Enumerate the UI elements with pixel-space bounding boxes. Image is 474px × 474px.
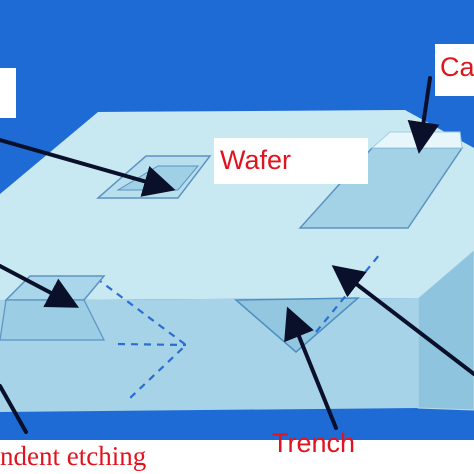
cavity-arrow xyxy=(407,76,440,154)
cavity-label: Ca xyxy=(435,44,474,96)
wafer-label: Wafer xyxy=(214,138,368,184)
etching-bottom-arrow xyxy=(0,384,28,434)
annotation-arrows xyxy=(0,76,474,434)
etching-top-arrow xyxy=(0,264,80,308)
left-label-box xyxy=(0,68,16,118)
right-arrow xyxy=(331,265,474,376)
hidden-etch-lines xyxy=(95,253,381,399)
bottom-strip xyxy=(0,440,474,474)
trench-arrow xyxy=(284,306,338,430)
wafer-arrow xyxy=(0,138,176,197)
trench-label: Trench xyxy=(272,428,356,458)
etching-label: ndent etching xyxy=(0,441,147,471)
